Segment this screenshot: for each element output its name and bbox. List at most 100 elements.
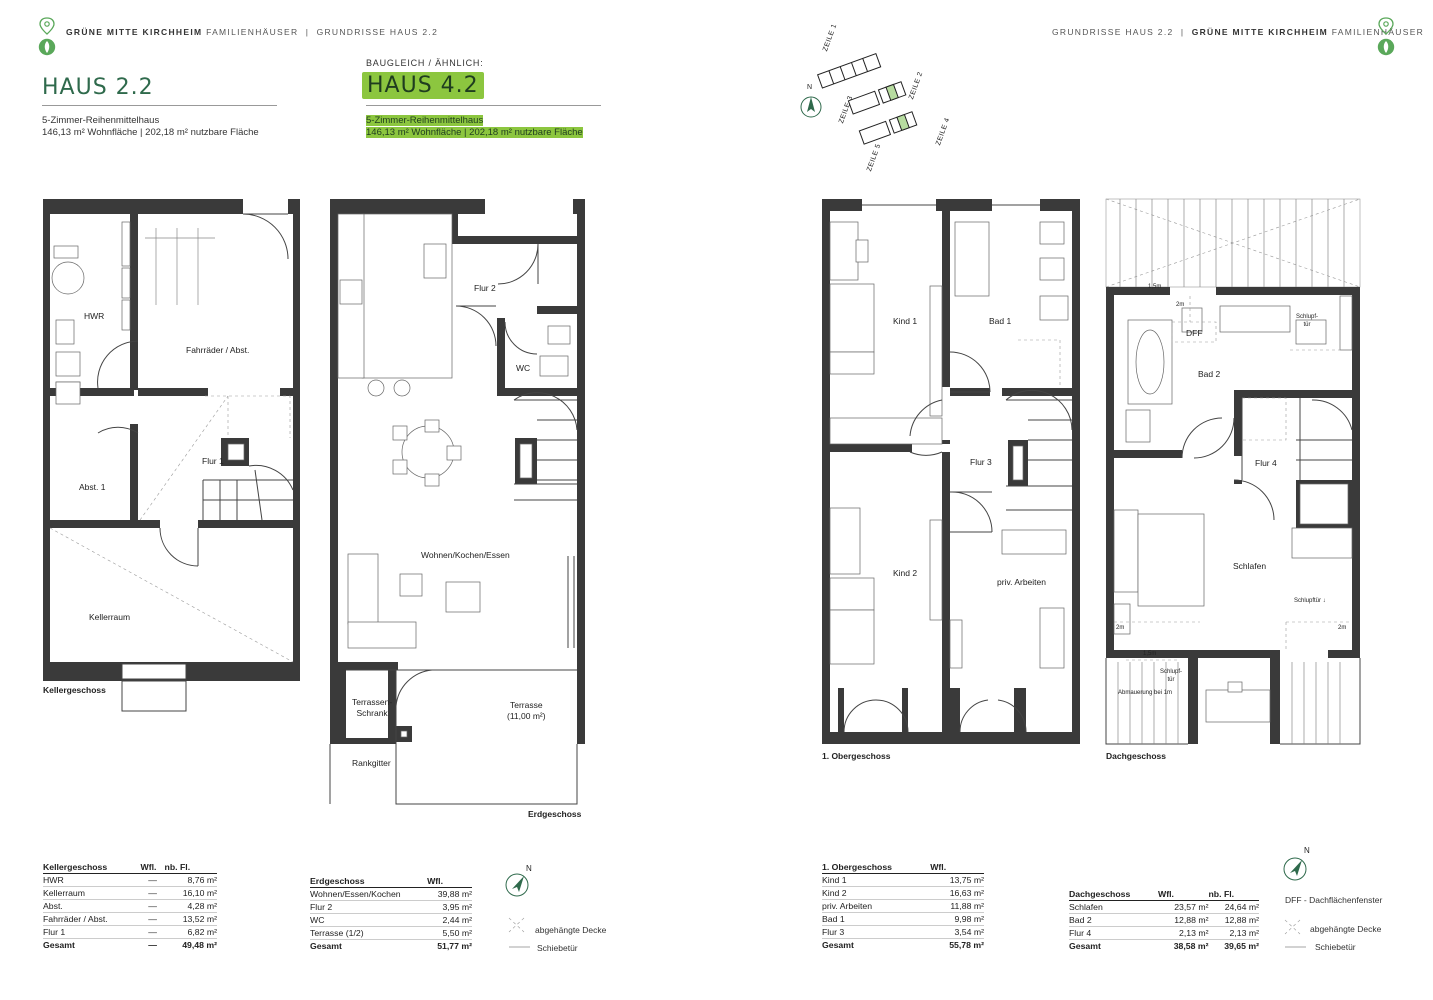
header-right: GRUNDRISSE HAUS 2.2 | GRÜNE MITTE KIRCHH… xyxy=(1052,27,1425,37)
site-plan: ZEILE 1 ZEILE 2 ZEILE 3 ZEILE 4 ZEILE 5 … xyxy=(790,20,970,180)
legend-sliding: Schiebetür xyxy=(537,943,578,953)
label-schlupf3: Schlupf- tür xyxy=(1160,669,1183,683)
label-15m-top: 1,5m xyxy=(1148,284,1162,290)
title-rule xyxy=(42,105,277,106)
room-bad2: Bad 2 xyxy=(1198,369,1221,379)
floor-label-keller: Kellergeschoss xyxy=(43,685,106,695)
label-2m-b: 2m xyxy=(1116,625,1125,631)
room-rankgitter: Rankgitter xyxy=(352,758,391,768)
label-15m-bottom: 1,5m xyxy=(1143,651,1157,657)
similar-rule xyxy=(366,105,601,106)
header-suffix: FAMILIENHÄUSER xyxy=(206,27,299,37)
logo-right xyxy=(1377,17,1395,57)
header-section: GRUNDRISSE HAUS 2.2 xyxy=(316,27,439,37)
room-wohnen: Wohnen/Kochen/Essen xyxy=(421,550,510,560)
label-2m-a: 2m xyxy=(1176,302,1185,308)
row-1-block xyxy=(816,52,882,89)
similar-title: HAUS 4.2 xyxy=(362,72,484,99)
room-terrasse: Terrasse (11,00 m²) xyxy=(507,700,546,721)
room-kellerraum: Kellerraum xyxy=(89,612,131,622)
location-leaf-icon xyxy=(1377,17,1395,56)
room-abst1: Abst. 1 xyxy=(79,482,106,492)
similar-area: 146,13 m² Wohnfläche | 202,18 m² nutzbar… xyxy=(366,127,583,138)
legend-right-compass: N xyxy=(1280,846,1310,887)
room-wc: WC xyxy=(516,363,531,373)
house-type: 5-Zimmer-Reihenmittelhaus xyxy=(42,115,160,126)
legend-left-compass: N xyxy=(502,864,532,903)
siteplan-compass: N xyxy=(796,84,826,125)
north-label: N xyxy=(526,864,532,873)
floor-label-og: 1. Obergeschoss xyxy=(822,751,891,761)
table-row: Terrasse (1/2)5,50 m² xyxy=(310,926,472,940)
north-arrow-icon xyxy=(1283,857,1307,881)
room-flur1: Flur 1 xyxy=(202,456,224,466)
erd-plan xyxy=(329,199,585,805)
header-project: GRÜNE MITTE KIRCHHEIM xyxy=(1191,27,1329,37)
legend-glyphs xyxy=(508,917,1306,948)
header-left: GRÜNE MITTE KIRCHHEIM FAMILIENHÄUSER | G… xyxy=(66,27,439,37)
label-abmauerung: Abmauerung bei 1m xyxy=(1118,690,1173,696)
logo-left xyxy=(38,17,56,57)
room-schlafen: Schlafen xyxy=(1233,561,1267,571)
similar-label: BAUGLEICH / ÄHNLICH: xyxy=(366,58,484,68)
table-row: Abst.—4,28 m² xyxy=(43,899,217,913)
legend-ceiling: abgehängte Decke xyxy=(535,925,607,935)
dg-plan xyxy=(1105,198,1361,745)
label-schlupf2: Schlupftür ↓ xyxy=(1294,598,1326,604)
room-arbeiten: priv. Arbeiten xyxy=(997,577,1046,587)
floor-label-erd: Erdgeschoss xyxy=(528,809,582,819)
table-row: Kellerraum—16,10 m² xyxy=(43,886,217,900)
keller-plan xyxy=(43,199,300,712)
legend-dff: DFF - Dachflächenfenster xyxy=(1285,895,1383,905)
north-label: N xyxy=(807,84,813,91)
floor-label-dg: Dachgeschoss xyxy=(1106,751,1166,761)
similar-type: 5-Zimmer-Reihenmittelhaus xyxy=(366,115,484,126)
header-suffix: FAMILIENHÄUSER xyxy=(1331,27,1425,37)
house-area: 146,13 m² Wohnfläche | 202,18 m² nutzbar… xyxy=(42,127,259,138)
label-2m-c: 2m xyxy=(1338,625,1347,631)
table-row: Fahrräder / Abst.—13,52 m² xyxy=(43,912,217,926)
legend-sliding-right: Schiebetür xyxy=(1315,942,1356,952)
room-hwr: HWR xyxy=(84,311,105,321)
north-arrow-icon xyxy=(505,873,529,897)
table-total: Gesamt—49,48 m² xyxy=(43,938,217,951)
room-kind2: Kind 2 xyxy=(893,568,918,578)
room-schrank: Terrassen- Schrank xyxy=(352,697,393,718)
table-row: HWR—8,76 m² xyxy=(43,873,217,887)
room-fahrraeder: Fahrräder / Abst. xyxy=(186,345,250,355)
location-leaf-icon xyxy=(38,17,56,56)
header-project: GRÜNE MITTE KIRCHHEIM xyxy=(66,27,203,37)
north-arrow-icon xyxy=(800,96,822,118)
table-row: Flur 1—6,82 m² xyxy=(43,925,217,939)
room-bad1: Bad 1 xyxy=(989,316,1012,326)
room-dff: DFF xyxy=(1186,328,1203,338)
north-label: N xyxy=(1304,846,1310,855)
og-plan xyxy=(822,199,1080,744)
label-schlupf1: Schlupf- tür xyxy=(1296,314,1319,328)
header-section: GRUNDRISSE HAUS 2.2 xyxy=(1052,27,1174,37)
room-flur2: Flur 2 xyxy=(474,283,496,293)
room-flur3: Flur 3 xyxy=(970,457,992,467)
room-flur4: Flur 4 xyxy=(1255,458,1277,468)
room-kind1: Kind 1 xyxy=(893,316,918,326)
house-title: HAUS 2.2 xyxy=(42,75,154,100)
